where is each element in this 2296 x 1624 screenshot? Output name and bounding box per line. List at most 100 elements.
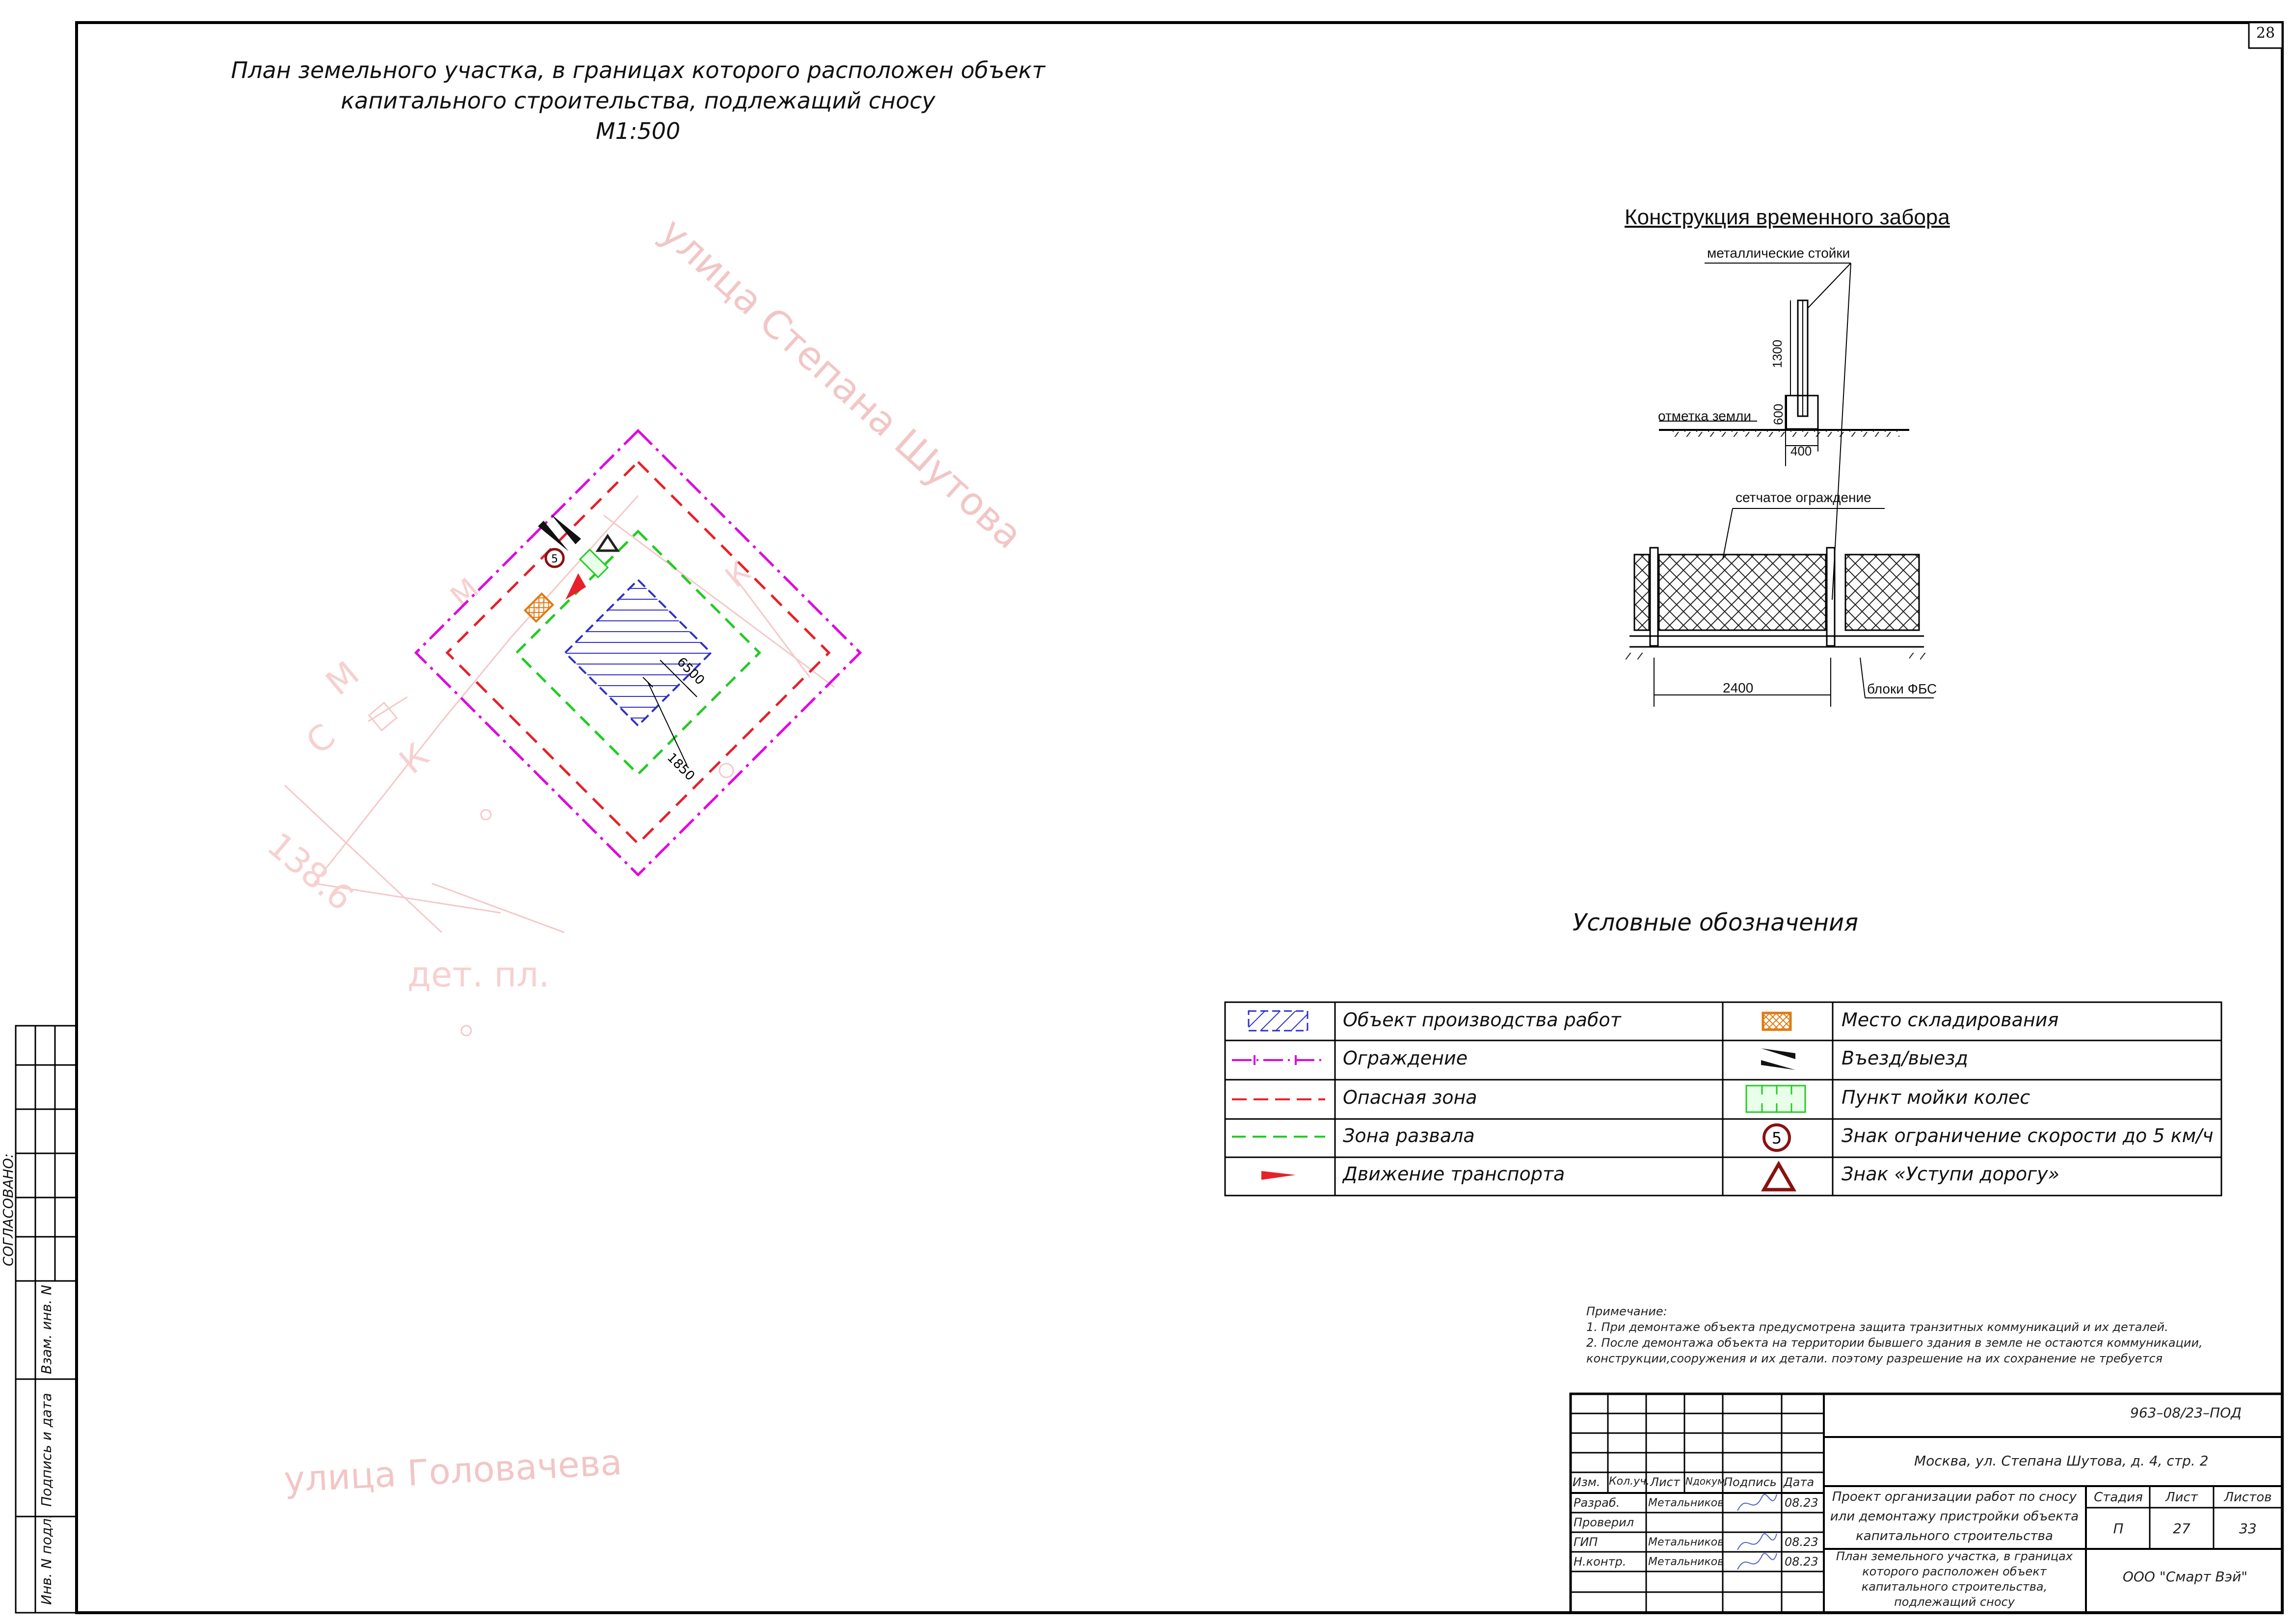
legend-row-4-right: Знак ограничение скорости до 5 км/ч — [1842, 1125, 2214, 1146]
tb-date-3: 08.23 — [1785, 1535, 1818, 1549]
tb-project-line-2: или демонтажу пристройки объекта — [1830, 1509, 2079, 1524]
tb-stage-header: Стадия — [2094, 1490, 2143, 1505]
tb-project: Проект организации работ по сносу или де… — [1827, 1487, 2082, 1546]
plan-dimensions — [642, 660, 697, 766]
plan-watermark-5: К — [392, 735, 436, 782]
sidebar-sign-date: Подпись и дата — [38, 1393, 54, 1507]
approval-sidebar — [15, 1025, 78, 1614]
background-parcel-lines — [284, 495, 835, 1037]
legend-speed-icon — [1762, 1123, 1791, 1152]
tb-role-2: Проверил — [1574, 1516, 1634, 1529]
tb-stage: П — [2113, 1520, 2124, 1537]
legend-storage-icon — [1762, 1012, 1792, 1031]
page-title: План земельного участка, в границах кото… — [196, 55, 1080, 146]
notes-line-3: конструкции,сооружения и их детали. поэт… — [1586, 1352, 2163, 1365]
legend-speed-value: 5 — [1772, 1129, 1782, 1147]
tb-project-line-3: капитального строительства — [1856, 1529, 2053, 1544]
legend-row-3-right: Пункт мойки колес — [1842, 1087, 2030, 1108]
plan-title-line-1: План земельного участка, в границах кото… — [231, 57, 1045, 83]
tb-code: 963–08/23–ПОД — [2130, 1405, 2242, 1421]
tb-sheets: 33 — [2239, 1520, 2257, 1537]
fence-outline — [414, 428, 862, 877]
speed-limit-sign-icon — [544, 548, 565, 568]
svg-text:К: К — [719, 555, 757, 594]
signature-images — [1737, 1494, 1777, 1570]
tb-date-4: 08.23 — [1785, 1555, 1818, 1569]
legend-row-5-right: Знак «Уступи дорогу» — [1842, 1163, 2060, 1185]
dim-400: 400 — [1790, 444, 1812, 458]
tb-h-sign: Подпись — [1724, 1475, 1777, 1489]
notes-line-1: 1. При демонтаже объекта предусмотрена з… — [1586, 1320, 2168, 1334]
tb-name-3: Метальников — [1648, 1536, 1724, 1548]
notes-line-2: 2. После демонтажа объекта на территории… — [1586, 1336, 2203, 1350]
sheet-frame — [75, 21, 2284, 1614]
svg-text:М: М — [444, 572, 486, 614]
legend-yield-icon — [1761, 1160, 1797, 1192]
legend-entry-icon — [1761, 1048, 1795, 1070]
tb-drawing-line-4: подлежащий сносу — [1894, 1595, 2015, 1609]
tb-role-3: ГИП — [1574, 1535, 1598, 1549]
plan-watermark-1: дет. пл. — [407, 955, 550, 995]
transport-arrow-icon — [565, 573, 586, 600]
wheel-wash-icon — [579, 548, 609, 579]
tb-name-4: Метальников — [1648, 1556, 1724, 1568]
demolition-object — [563, 578, 713, 727]
tb-role-1: Разраб. — [1574, 1496, 1620, 1510]
street-label-1: улица Степана Шутова — [651, 210, 1031, 558]
plan-watermark-3: С — [298, 716, 343, 762]
legend-row-5-left: Движение транспорта — [1343, 1163, 1565, 1185]
legend-object-icon — [1248, 1010, 1308, 1032]
danger-zone — [445, 460, 831, 846]
tb-h-list: Лист — [1650, 1475, 1680, 1489]
title-block-grid — [1569, 1392, 2284, 1614]
fence-title: Конструкция временного забора — [1625, 205, 1950, 229]
tb-name-1: Метальников — [1648, 1497, 1724, 1509]
plan-watermark-4: М — [318, 653, 367, 703]
plan-title-line-2: капитального строительства, подлежащий с… — [341, 87, 935, 114]
notes: Примечание: 1. При демонтаже объекта пре… — [1586, 1304, 2203, 1366]
tb-drawing-line-1: План земельного участка, в границах — [1836, 1549, 2073, 1563]
dim-600: 600 — [1771, 403, 1786, 425]
sidebar-approved: СОГЛАСОВАНО: — [0, 1153, 16, 1266]
tb-date-1: 08.23 — [1785, 1496, 1818, 1510]
tb-sheets-header: Листов — [2224, 1490, 2272, 1505]
legend-row-4-left: Зона развала — [1343, 1125, 1475, 1146]
notes-heading: Примечание: — [1586, 1305, 1667, 1318]
fence-posts-label: металлические стойки — [1707, 245, 1850, 261]
legend-row-1-right: Место складирования — [1842, 1009, 2059, 1031]
tb-drawing-line-3: капитального строительства, — [1861, 1580, 2048, 1594]
legend-transport-icon — [1261, 1171, 1296, 1180]
dim-2400: 2400 — [1723, 680, 1754, 695]
plan-speed-sign-value: 5 — [551, 553, 558, 565]
dim-1300: 1300 — [1770, 340, 1785, 368]
legend-title: Условные обозначения — [1573, 909, 1859, 936]
legend-fence-icon — [1232, 1055, 1325, 1065]
legend-table — [1224, 1001, 2222, 1197]
tb-drawing-line-2: которого расположен объект — [1862, 1565, 2047, 1578]
sidebar-inv-podl: Инв. N подл. — [38, 1514, 54, 1605]
entry-exit-icon — [538, 513, 581, 552]
tb-role-4: Н.контр. — [1574, 1555, 1627, 1569]
tb-h-date: Дата — [1784, 1475, 1815, 1489]
tb-sheet: 27 — [2173, 1520, 2190, 1537]
sheet-number: 28 — [2256, 25, 2275, 42]
fence-construction — [1625, 263, 1934, 707]
fence-blocks-label: блоки ФБС — [1867, 681, 1937, 696]
legend-wash-icon — [1745, 1085, 1806, 1113]
tb-h-kol: Кол.уч. — [1609, 1475, 1650, 1488]
tb-project-line-1: Проект организации работ по сносу — [1832, 1490, 2077, 1504]
plan-scale: М1:500 — [595, 118, 681, 144]
site-plan: дет. пл. 138.6 С М К М К улица Степана Ш… — [260, 210, 1031, 1500]
tb-address: Москва, ул. Степана Шутова, д. 4, стр. 2 — [1914, 1453, 2209, 1469]
storage-icon — [523, 592, 555, 623]
legend-row-2-right: Въезд/выезд — [1842, 1047, 1968, 1069]
fence-ground-label: отметка земли — [1658, 408, 1752, 424]
tb-h-doc: Nдокум. — [1685, 1475, 1728, 1487]
yield-sign-icon — [595, 533, 620, 552]
tb-h-izm: Изм. — [1573, 1475, 1601, 1489]
legend-row-2-left: Ограждение — [1343, 1047, 1468, 1069]
tb-sheet-header: Лист — [2165, 1490, 2198, 1505]
legend-row-3-left: Опасная зона — [1343, 1087, 1477, 1108]
plan-watermark-2: 138.6 — [260, 825, 361, 919]
